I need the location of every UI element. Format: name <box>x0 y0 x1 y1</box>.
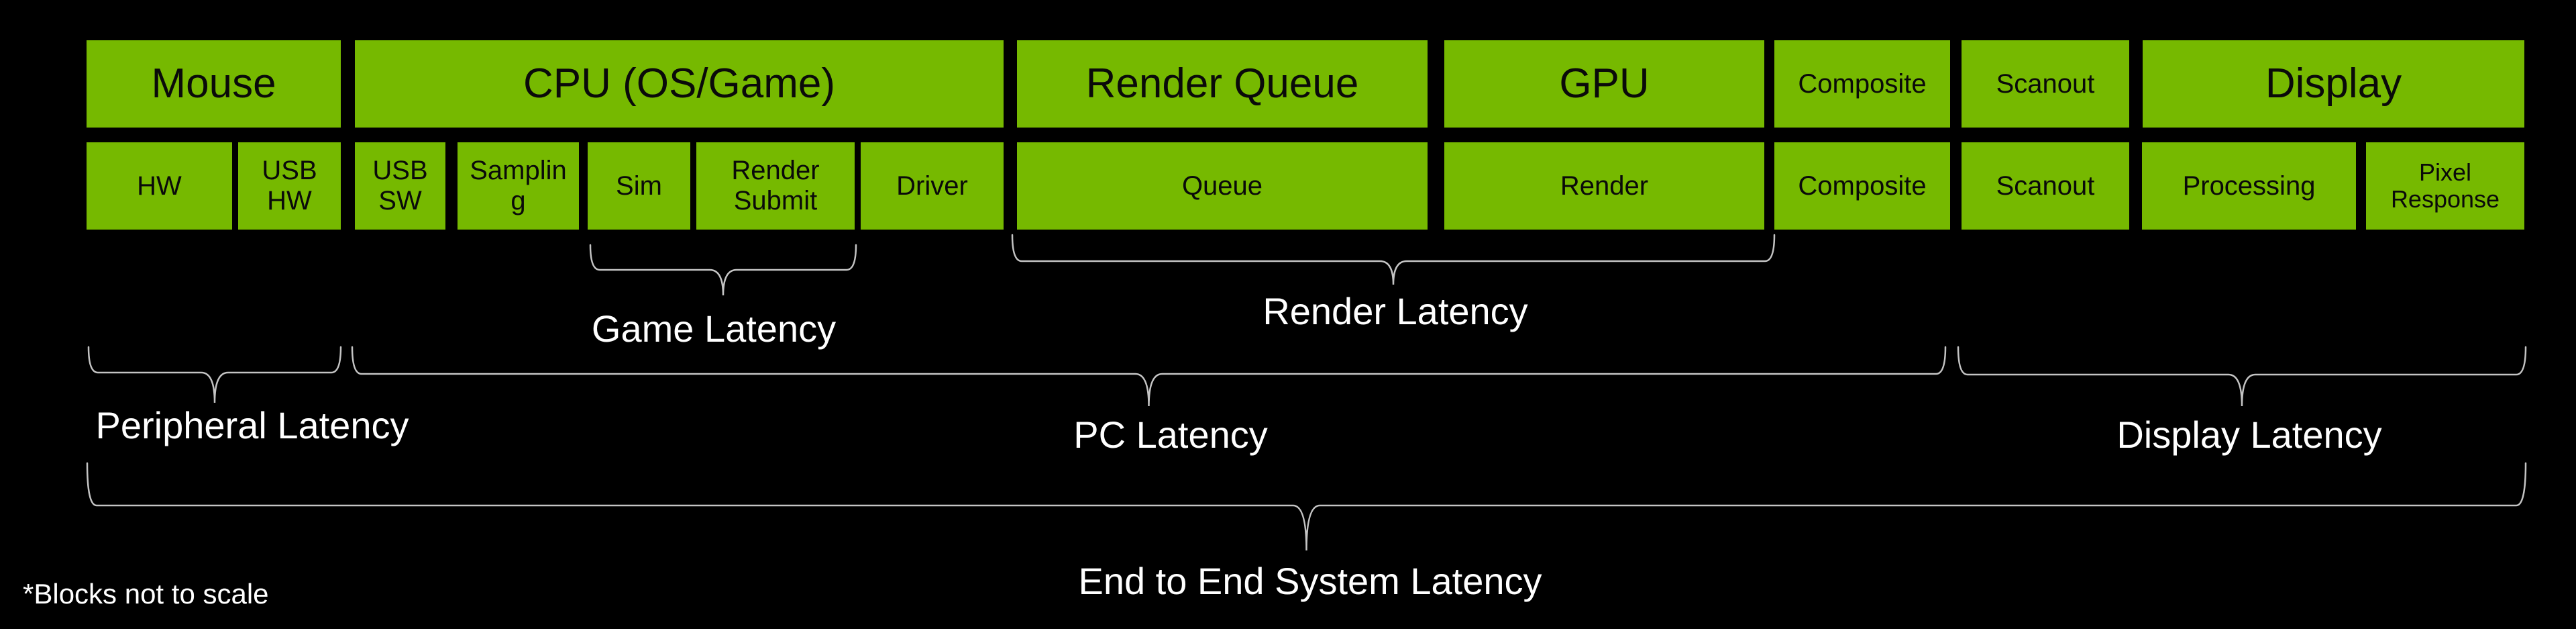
blocks-note: *Blocks not to scale <box>23 578 269 610</box>
block-sim: Sim <box>588 142 690 230</box>
block-driver: Driver <box>861 142 1004 230</box>
brace-end-to-end <box>86 462 2527 551</box>
block-render-queue: Render Queue <box>1017 40 1428 128</box>
block-composite-top: Composite <box>1774 40 1950 128</box>
pc-latency-label: PC Latency <box>1073 414 1268 456</box>
block-processing: Processing <box>2142 142 2356 230</box>
block-cpu: CPU (OS/Game) <box>355 40 1004 128</box>
block-hw: HW <box>87 142 232 230</box>
render-latency-label: Render Latency <box>1263 290 1528 332</box>
block-scanout: Scanout <box>1962 142 2129 230</box>
block-scanout-top: Scanout <box>1962 40 2129 128</box>
block-render-submit: Render Submit <box>696 142 855 230</box>
end-to-end-label: End to End System Latency <box>1078 560 1542 602</box>
brace-game-latency <box>589 244 857 296</box>
block-mouse: Mouse <box>87 40 341 128</box>
block-gpu: GPU <box>1444 40 1764 128</box>
block-display: Display <box>2143 40 2524 128</box>
brace-render-latency <box>1011 234 1776 285</box>
game-latency-label: Game Latency <box>591 307 837 350</box>
block-usb-hw: USB HW <box>238 142 341 230</box>
block-render: Render <box>1444 142 1764 230</box>
peripheral-latency-label: Peripheral Latency <box>95 404 409 446</box>
block-pixel-response: Pixel Response <box>2366 142 2524 230</box>
brace-pc-latency <box>351 346 1947 407</box>
block-sampling: Sampling <box>458 142 579 230</box>
brace-peripheral-latency <box>87 346 342 403</box>
brace-display-latency <box>1957 346 2527 407</box>
block-usb-sw: USB SW <box>355 142 445 230</box>
block-queue: Queue <box>1017 142 1428 230</box>
block-composite: Composite <box>1774 142 1950 230</box>
display-latency-label: Display Latency <box>2116 414 2382 456</box>
